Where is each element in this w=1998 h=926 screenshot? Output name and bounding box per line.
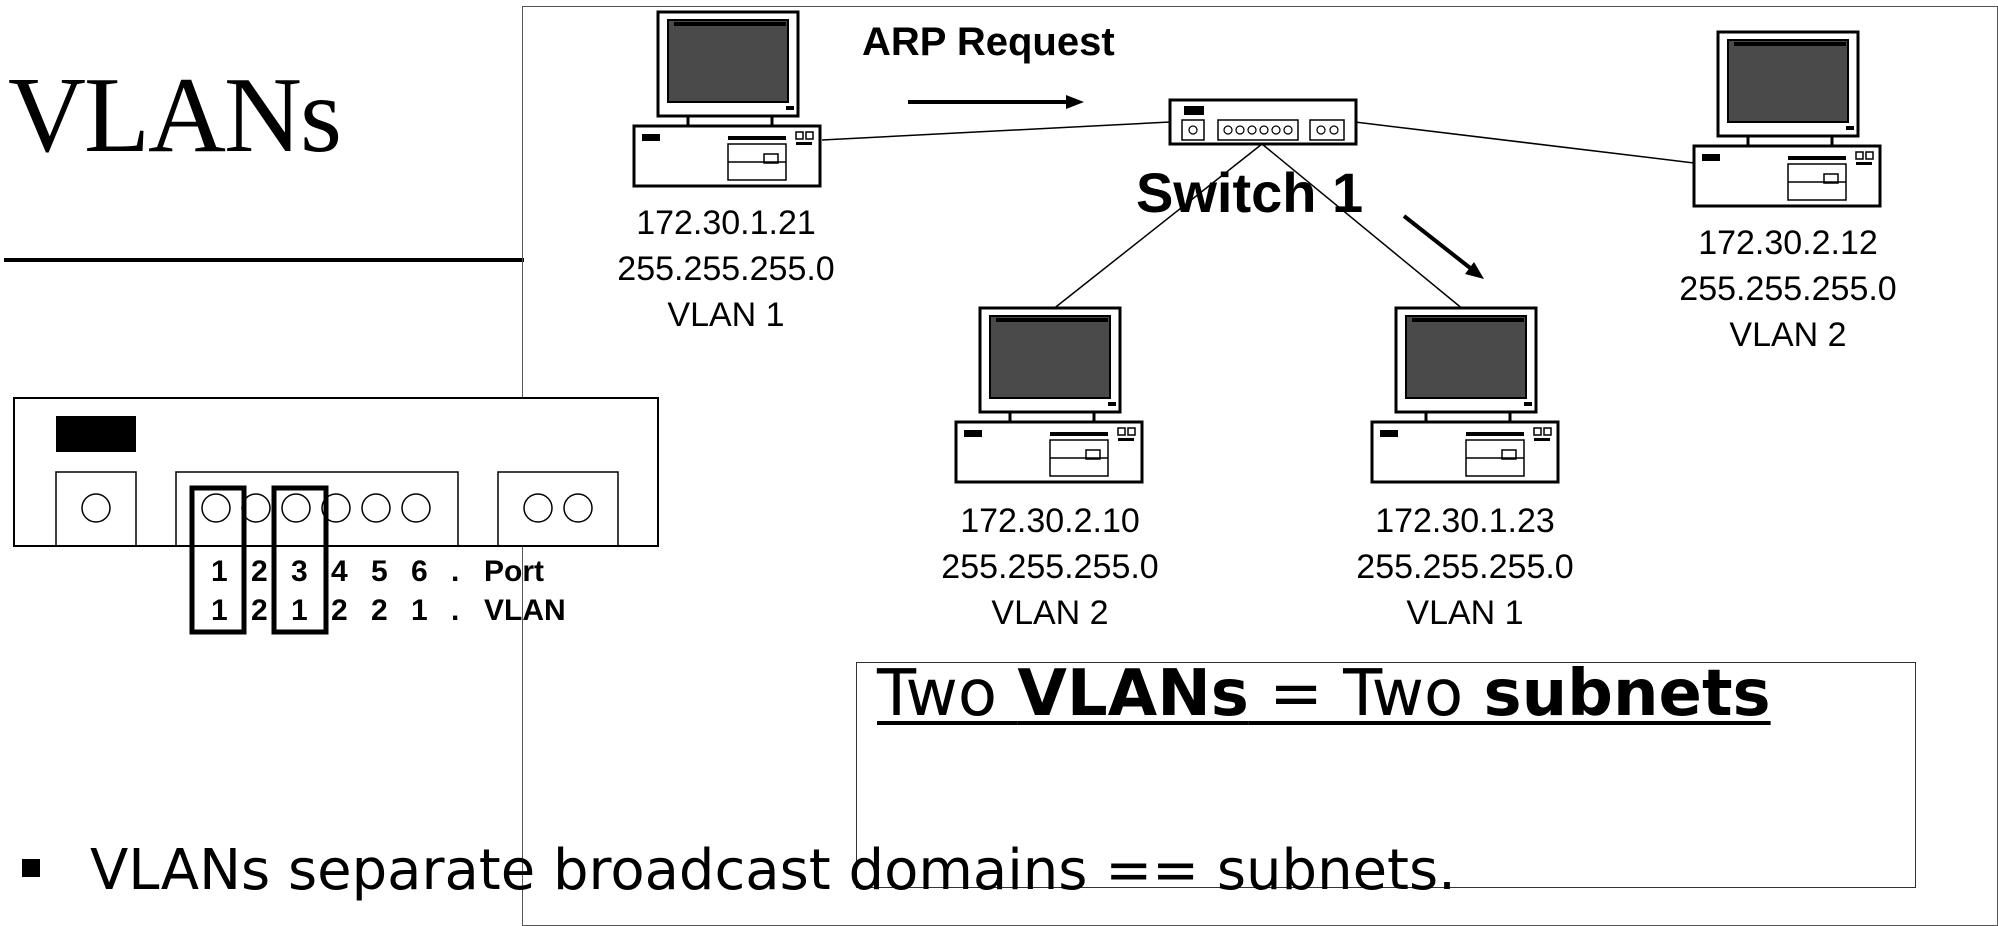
link-switch-pc4: [1261, 143, 1465, 311]
callout-heading: Two VLANs = Two subnets: [877, 657, 1771, 731]
arrow-icon: [1402, 214, 1484, 279]
host-ip: 172.30.2.12: [1698, 224, 1878, 262]
vlan-number: .: [451, 594, 460, 627]
bullet-marker-icon: [22, 858, 40, 877]
link-switch-pc3: [1051, 143, 1263, 311]
host-mask: 255.255.255.0: [941, 548, 1159, 586]
host-vlan: VLAN 2: [1729, 316, 1847, 354]
port-number: 5: [371, 555, 388, 588]
vlan-number: 2: [251, 594, 268, 627]
vlan-number-row: 1 2 1 2 2 1 . VLAN: [0, 594, 600, 634]
host-vlan: VLAN 1: [667, 296, 785, 334]
link-switch-pc2: [1354, 121, 1695, 164]
port-number-row: 1 2 3 4 5 6 . Port: [0, 555, 600, 595]
host-mask: 255.255.255.0: [1679, 270, 1897, 308]
host-label: 172.30.1.23 255.255.255.0 VLAN 1: [1305, 498, 1625, 636]
port-number: 4: [331, 555, 348, 588]
host-vlan: VLAN 1: [1406, 594, 1524, 632]
bullet-item: VLANs separate broadcast domains == subn…: [18, 838, 1456, 903]
computer-icon: [1370, 306, 1560, 484]
host-ip: 172.30.2.10: [960, 502, 1140, 540]
computer-icon: [954, 306, 1144, 484]
port-number: 1: [211, 555, 228, 588]
switch-icon: [1168, 98, 1358, 146]
port-row-label: Port: [484, 555, 544, 588]
host-mask: 255.255.255.0: [617, 250, 835, 288]
host-ip: 172.30.1.23: [1375, 502, 1555, 540]
arrow-icon: [908, 95, 1084, 109]
computer-icon: [632, 10, 822, 188]
bullet-text: VLANs separate broadcast domains == subn…: [90, 838, 1456, 903]
link-pc1-switch: [821, 121, 1171, 141]
port-number: .: [451, 555, 460, 588]
host-label: 172.30.2.10 255.255.255.0 VLAN 2: [890, 498, 1210, 636]
host-label: 172.30.1.21 255.255.255.0 VLAN 1: [566, 200, 886, 338]
host-mask: 255.255.255.0: [1356, 548, 1574, 586]
port-number: 3: [291, 555, 308, 588]
port-number: 2: [251, 555, 268, 588]
switch-detail: [13, 397, 659, 635]
vlan-number: 1: [211, 594, 228, 627]
arp-request-label: ARP Request: [862, 20, 1115, 64]
host-label: 172.30.2.12 255.255.255.0 VLAN 2: [1628, 220, 1948, 358]
slide-title: VLANs: [8, 56, 342, 175]
vlan-number: 2: [331, 594, 348, 627]
port-3-highlight: [271, 485, 329, 635]
port-1-highlight: [189, 485, 247, 635]
vlan-number: 1: [411, 594, 428, 627]
vlan-number: 1: [291, 594, 308, 627]
vlan-number: 2: [371, 594, 388, 627]
title-divider: [4, 258, 524, 262]
vlans-subnets-callout: Two VLANs = Two subnets: [856, 657, 1916, 888]
port-number: 6: [411, 555, 428, 588]
host-ip: 172.30.1.21: [636, 204, 816, 242]
host-vlan: VLAN 2: [991, 594, 1109, 632]
computer-icon: [1692, 30, 1882, 208]
vlan-row-label: VLAN: [484, 594, 566, 627]
switch-label: Switch 1: [1136, 161, 1364, 224]
